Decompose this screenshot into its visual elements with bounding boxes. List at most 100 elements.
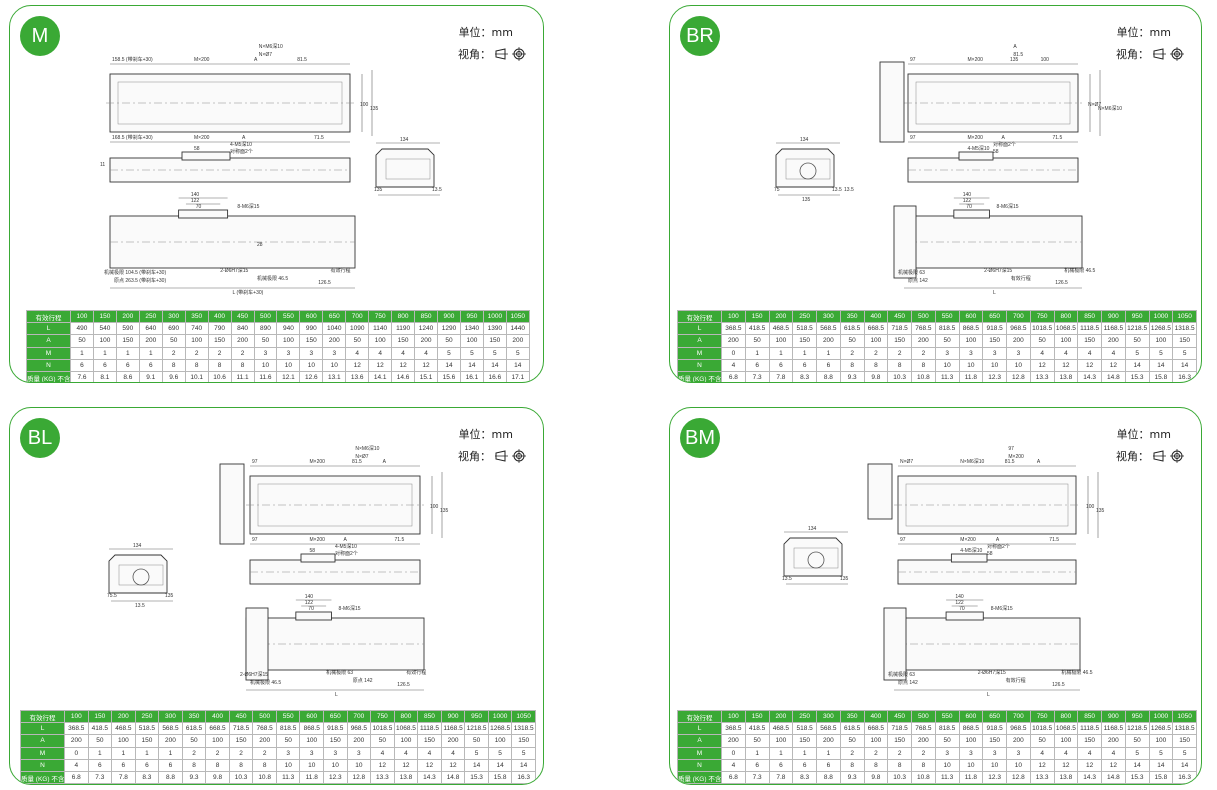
table-header-cell: 100 [721, 309, 746, 324]
table-cell: 50 [437, 334, 461, 348]
table-cell: 200 [816, 334, 841, 348]
third-angle-projection-icon [495, 449, 526, 463]
side-view [897, 553, 1077, 585]
row-label-cell: A [677, 734, 722, 748]
table-cell: 2 [230, 346, 255, 360]
table-cell: 368.5 [721, 322, 746, 336]
table-cell: 4 [345, 346, 370, 360]
table-cell: 1068.5 [1053, 322, 1079, 336]
view-label: 视角： [1116, 450, 1149, 463]
dimension-label: N×Ø7 [900, 459, 913, 465]
table-cell: 1 [138, 346, 163, 360]
table-cell: 818.5 [934, 322, 960, 336]
dimension-label: 135 [165, 593, 174, 599]
unit-label: 单位：mm [1116, 428, 1171, 441]
table-cell: 2 [181, 746, 207, 760]
table-cell: 10 [958, 358, 984, 372]
table-cell: 100 [111, 734, 136, 748]
table-cell: 3 [253, 346, 278, 360]
table-cell: 150 [1172, 334, 1197, 348]
table-cell: 7.8 [768, 770, 794, 784]
table-cell: 12 [1077, 758, 1102, 772]
table-header-cell: 900 [437, 309, 461, 324]
side-view [907, 151, 1079, 183]
table-cell: 5 [1172, 746, 1197, 760]
table-cell: 2 [887, 346, 912, 360]
dimension-label: L [335, 692, 338, 698]
table-header-cell: 900 [440, 709, 466, 724]
table-cell: 50 [87, 734, 113, 748]
table-cell: 2 [863, 346, 889, 360]
table-cell: 768.5 [252, 722, 277, 736]
table-cell: 818.5 [934, 722, 960, 736]
table-cell: 12.3 [982, 770, 1007, 784]
row-label-cell: 质量 (KG) 不含电机 [677, 770, 722, 784]
table-cell: 6 [744, 358, 770, 372]
dimension-label: 原点 142 [908, 278, 928, 284]
table-cell: 13.3 [370, 770, 395, 784]
table-cell: 6 [70, 358, 94, 372]
table-cell: 1 [87, 746, 113, 760]
table-cell: 1168.5 [440, 722, 466, 736]
projection-view: 视角： [1116, 448, 1187, 464]
table-header-cell: 450 [228, 709, 254, 724]
table-cell: 13.3 [1029, 370, 1055, 382]
table-cell: 10 [982, 758, 1007, 772]
table-cell: 418.5 [744, 322, 770, 336]
row-label-cell: L [26, 322, 71, 336]
table-cell: 13.1 [322, 370, 347, 382]
table-row: 质量 (KG) 不含电机6.87.37.88.38.89.39.810.310.… [20, 770, 536, 784]
table-cell: 14.1 [368, 370, 393, 382]
table-cell: 100 [768, 334, 794, 348]
table-cell: 2 [161, 346, 186, 360]
table-header-cell: 700 [345, 309, 370, 324]
table-header-cell: 450 [887, 309, 912, 324]
table-cell: 968.5 [346, 722, 372, 736]
table-header-cell: 750 [370, 709, 395, 724]
table-cell: 8 [887, 358, 912, 372]
table-cell: 868.5 [958, 322, 984, 336]
table-cell: 4 [64, 758, 89, 772]
table-cell: 16.1 [459, 370, 484, 382]
dimension-label: 97 [1008, 446, 1014, 452]
table-cell: 5 [505, 346, 530, 360]
table-cell: 50 [345, 334, 370, 348]
table-cell: 12 [1101, 358, 1126, 372]
table-cell: 718.5 [887, 322, 912, 336]
table-cell: 1 [768, 346, 794, 360]
dimension-label: N×Ø7 [1088, 102, 1101, 108]
table-cell: 468.5 [111, 722, 136, 736]
table-cell: 5 [482, 346, 507, 360]
unit-label: 单位：mm [458, 26, 513, 39]
table-row: 质量 (KG) 不含电机6.87.37.88.38.89.39.810.310.… [677, 770, 1197, 784]
table-cell: 50 [934, 334, 960, 348]
row-label-cell: M [26, 346, 71, 360]
table-cell: 1018.5 [1029, 722, 1055, 736]
table-cell: 5 [464, 746, 489, 760]
table-cell: 6 [87, 758, 113, 772]
dimension-label: 58 [993, 149, 999, 155]
table-cell: 0 [721, 746, 746, 760]
table-cell: 14 [1172, 758, 1197, 772]
table-cell: 50 [934, 734, 960, 748]
table-cell: 50 [70, 334, 94, 348]
table-cell: 50 [253, 334, 278, 348]
dimension-label: M×200 [310, 459, 326, 465]
dimension-label: 70 [196, 204, 202, 210]
table-cell: 0 [721, 346, 746, 360]
table-cell: 2 [252, 746, 277, 760]
table-cell: 6.8 [64, 770, 89, 784]
table-header-cell: 950 [464, 709, 489, 724]
dimension-label: 28 [257, 242, 263, 248]
table-header-cell: 300 [158, 709, 183, 724]
table-cell: 8 [228, 758, 254, 772]
dimension-label: 135 [440, 508, 449, 514]
table-cell: 50 [1124, 334, 1150, 348]
dimension-label: 58 [310, 548, 316, 554]
table-header-cell: 700 [346, 709, 372, 724]
table-cell: 15.8 [1148, 770, 1174, 784]
